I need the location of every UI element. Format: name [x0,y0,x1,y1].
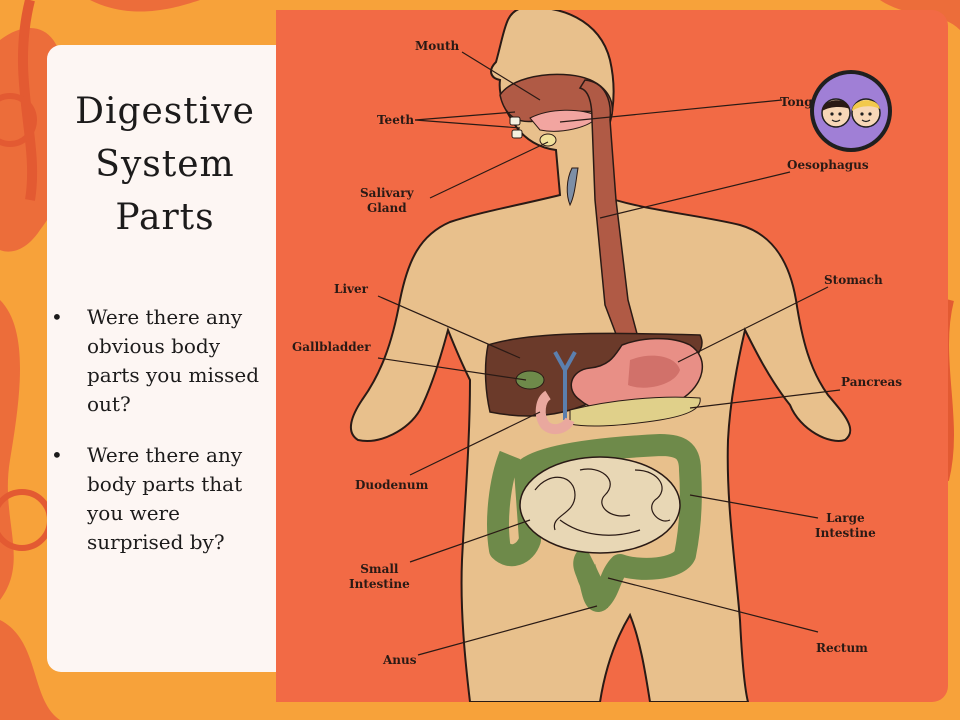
label-rectum: Rectum [816,641,868,655]
label-line: Intestine [349,577,410,591]
duodenum [535,390,575,435]
label-small-intestine: Small Intestine [349,562,410,592]
label-duodenum: Duodenum [355,478,429,492]
gallbladder [515,370,545,390]
label-gallbladder: Gallbladder [292,340,371,354]
label-oesophagus: Oesophagus [787,158,869,172]
title-line: System [95,144,235,185]
pancreas [569,396,701,427]
trachea [566,167,579,207]
label-anus: Anus [383,653,417,667]
question-item: • Were there any obvious body parts you … [47,303,283,419]
label-line: Small [360,562,399,576]
question-text: Were there any body parts that you were … [87,443,243,554]
label-line: Gland [366,201,407,215]
leader-lines [377,51,841,656]
label-stomach: Stomach [824,273,883,287]
question-text: Were there any obvious body parts you mi… [87,305,260,416]
question-item: • Were there any body parts that you wer… [47,441,283,557]
tooth [511,129,523,139]
label-line: Large [826,511,865,525]
label-pancreas: Pancreas [841,375,902,389]
question-list: • Were there any obvious body parts you … [47,303,283,579]
stomach-lining [628,355,680,388]
tooth [509,116,521,126]
label-line: Intestine [815,526,876,540]
two-children-faces-logo [810,70,892,152]
bullet-icon: • [51,443,63,467]
intestine-folds [534,468,671,536]
title-line: Digestive [75,91,255,132]
salivary-gland [539,133,557,147]
text-panel: Digestive System Parts • Were there any … [47,45,283,672]
small-intestine [519,456,681,554]
label-mouth: Mouth [415,39,460,53]
slide-title: Digestive System Parts [47,85,283,244]
label-large-intestine: Large Intestine [815,511,876,541]
label-liver: Liver [334,282,368,296]
title-line: Parts [115,197,215,238]
label-teeth: Teeth [377,113,415,127]
label-line: Salivary [360,186,414,200]
bile-duct [553,351,577,420]
digestive-diagram: Mouth Teeth Tongue Salivary Gland Oesoph… [276,10,948,702]
body-illustration [349,10,852,702]
bullet-icon: • [51,305,63,329]
label-salivary-gland: Salivary Gland [360,186,414,216]
rectum [575,557,608,608]
